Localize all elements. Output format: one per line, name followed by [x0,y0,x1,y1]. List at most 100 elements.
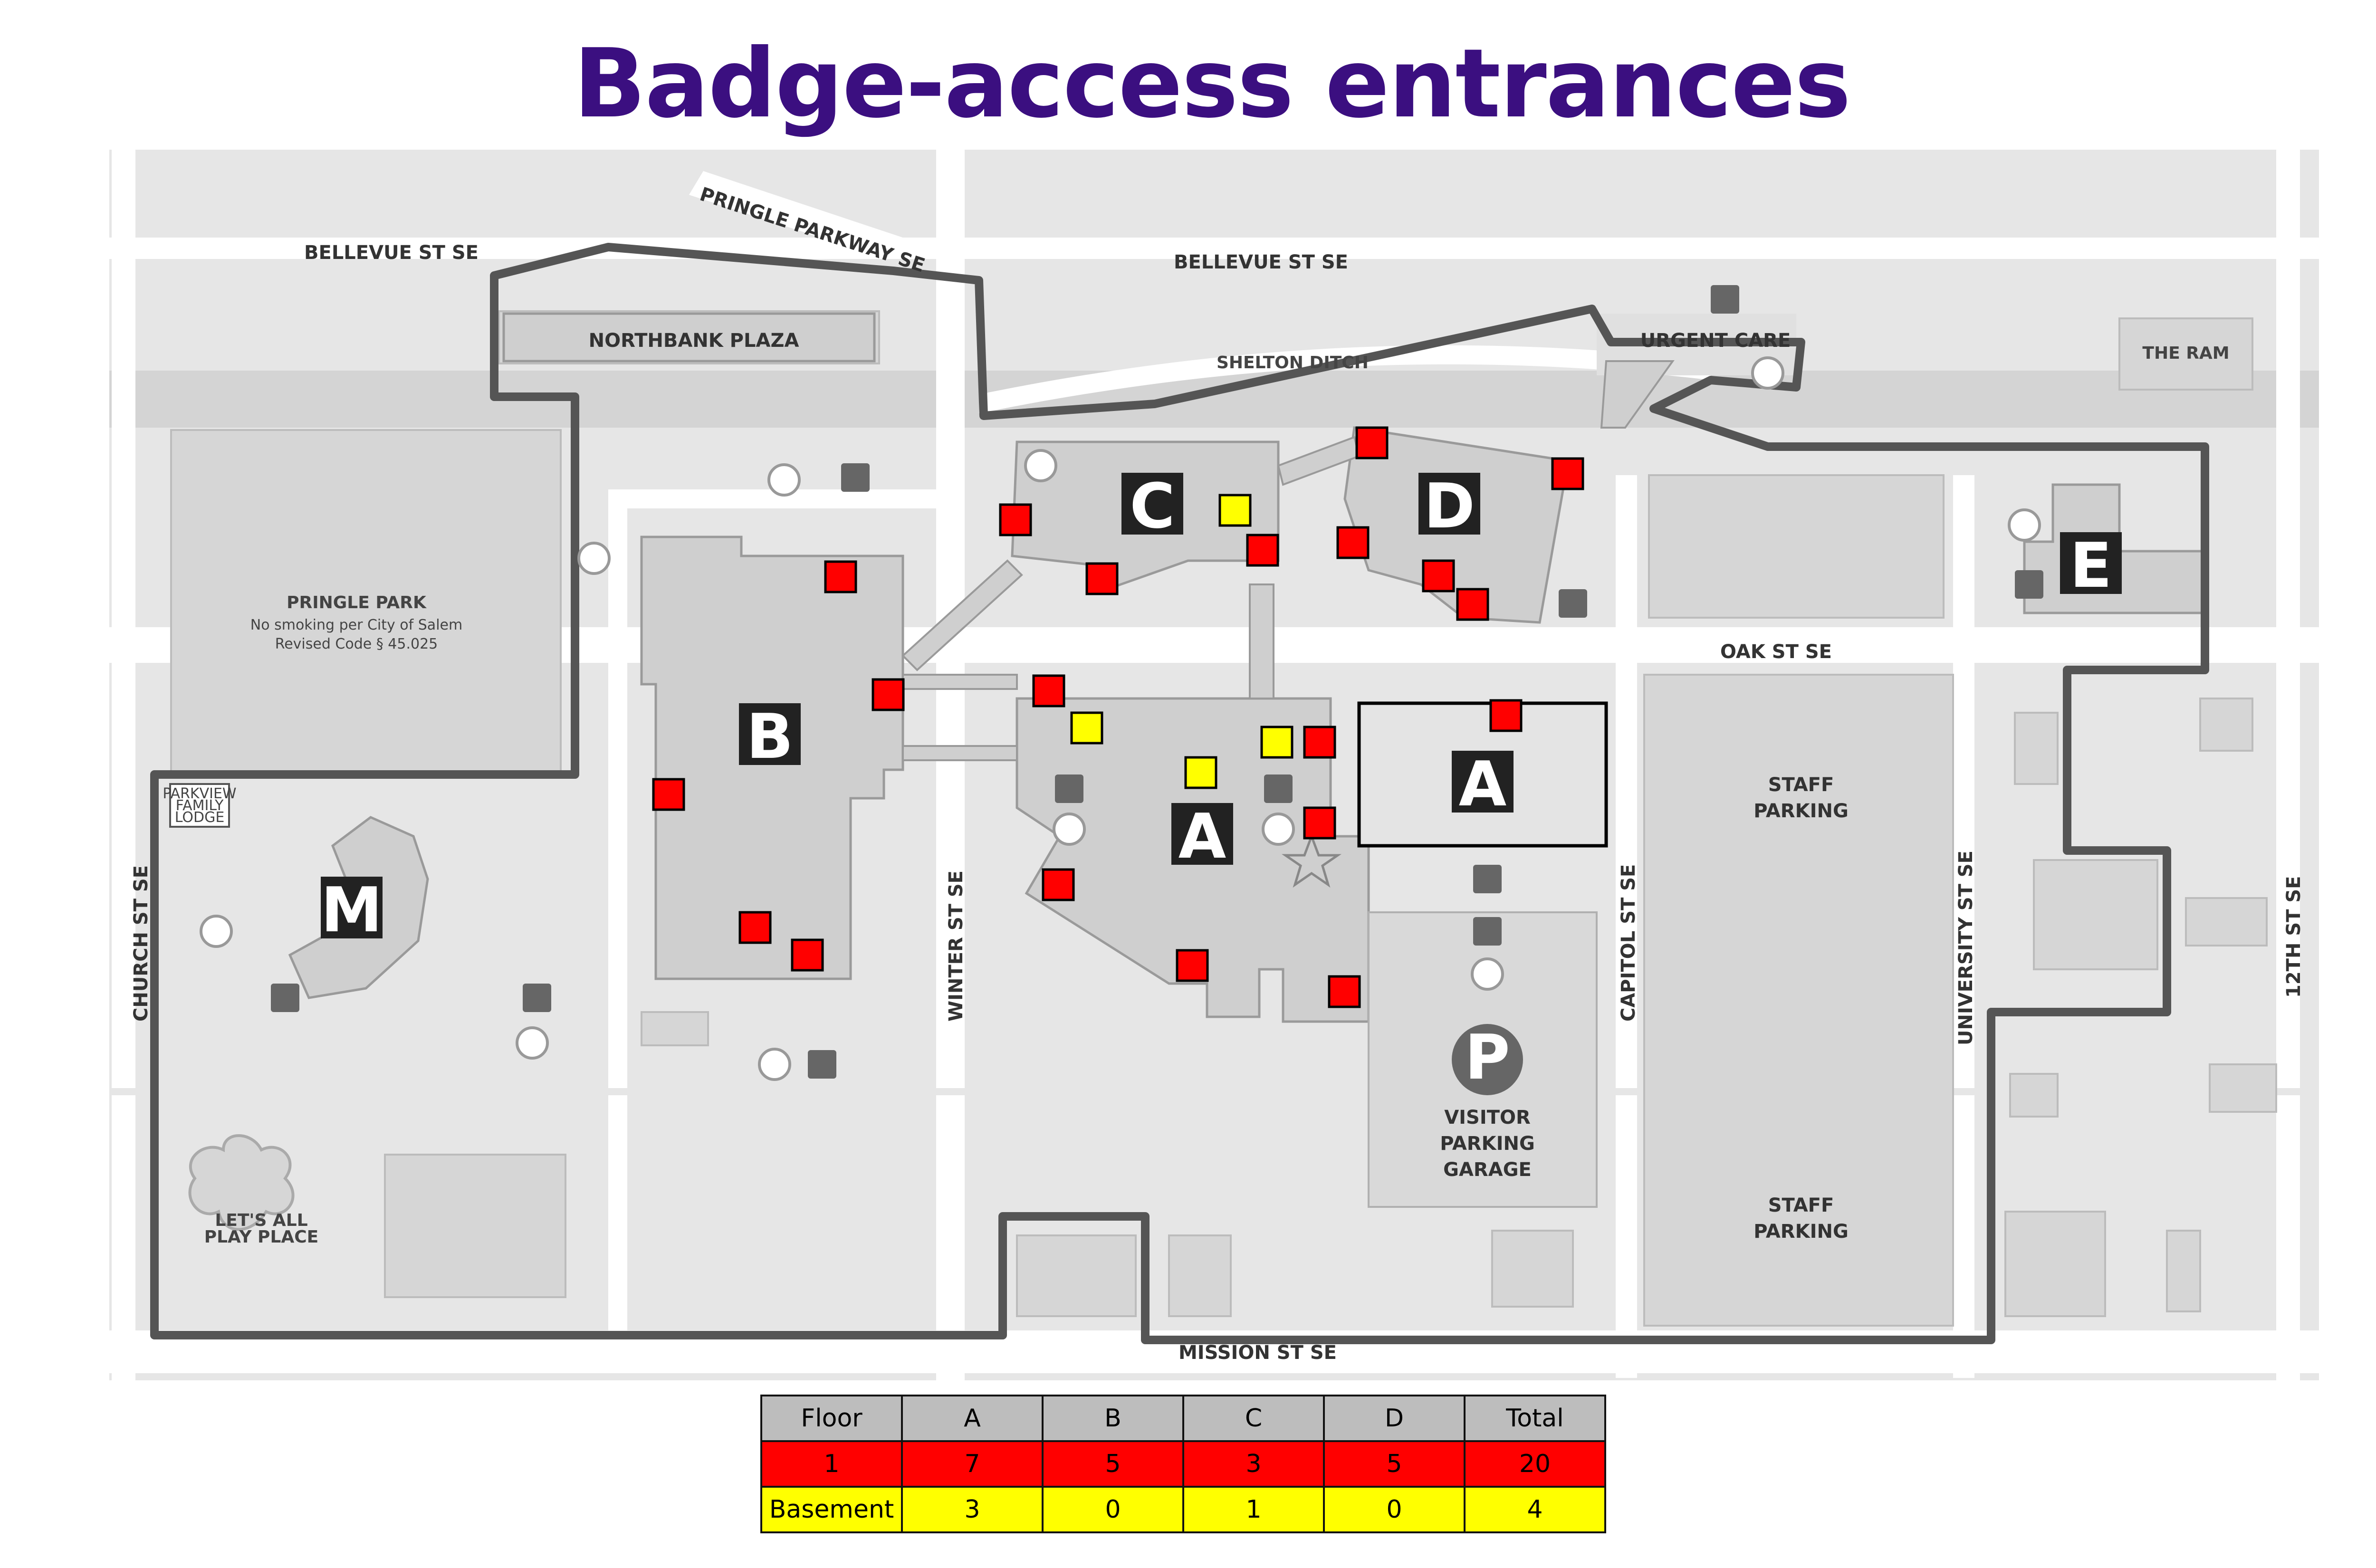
svg-text:BELLEVUE ST SE: BELLEVUE ST SE [1174,251,1348,273]
svg-text:PARKVIEW: PARKVIEW [163,785,236,802]
car-icon [767,463,801,497]
svg-text:THE RAM: THE RAM [2142,344,2229,363]
wheelchair-icon [523,984,551,1012]
svg-text:D: D [1424,470,1475,542]
svg-text:MISSION ST SE: MISSION ST SE [1178,1342,1337,1364]
table-row-basement: Basement 3 0 1 0 4 [760,1486,1606,1533]
entrance-marker-floor1 [872,678,905,711]
entrance-marker-floor1 [1328,975,1361,1008]
wheelchair-icon [1473,917,1502,946]
cell-total: 4 [1464,1486,1606,1533]
svg-text:PARKING: PARKING [1753,800,1849,822]
entrance-marker-floor1 [1032,674,1065,708]
entrance-marker-floor1 [738,911,772,944]
entrance-marker-floor1 [999,503,1032,536]
campus-boundary [150,243,2209,1344]
cell-c: 3 [1182,1440,1325,1488]
entrance-marker-floor1 [1551,457,1584,490]
header-floor: Floor [760,1395,903,1442]
car-icon [1471,957,1504,991]
svg-text:PRINGLE PARK: PRINGLE PARK [287,593,427,612]
wheelchair-icon [841,463,870,492]
table-header-row: Floor A B C D Total [760,1395,1606,1442]
svg-text:LODGE: LODGE [175,809,225,826]
svg-text:STAFF: STAFF [1768,1195,1834,1216]
svg-text:URGENT CARE: URGENT CARE [1640,330,1791,352]
svg-text:M: M [321,874,382,946]
cell-b: 5 [1042,1440,1184,1488]
header-b: B [1042,1395,1184,1442]
entrance-marker-floor1 [1176,949,1209,982]
car-icon [1053,813,1086,846]
car-icon [1751,356,1784,390]
entrance-marker-floor1 [791,938,824,972]
cell-total: 20 [1464,1440,1606,1488]
svg-text:B: B [746,700,793,773]
car-icon [577,542,611,575]
header-d: D [1323,1395,1466,1442]
entrance-marker-floor1 [1336,526,1370,559]
svg-text:CHURCH ST SE: CHURCH ST SE [130,865,152,1022]
svg-text:WINTER ST SE: WINTER ST SE [945,870,967,1022]
floor1-entrances [652,426,1584,1008]
row-label: Basement [760,1486,903,1533]
entrance-marker-floor1 [824,560,857,593]
svg-text:UNIVERSITY ST SE: UNIVERSITY ST SE [1955,851,1977,1045]
svg-text:STAFF: STAFF [1768,774,1834,796]
svg-text:BELLEVUE ST SE: BELLEVUE ST SE [304,242,479,264]
entrance-marker-floor1 [1489,699,1523,732]
accessible-icons [271,285,2043,1079]
entrance-marker-basement [1070,711,1103,745]
car-icon [1262,813,1295,846]
table-row-floor1: 1 7 5 3 5 20 [760,1440,1606,1488]
car-icon [1024,449,1057,482]
row-label: 1 [760,1440,903,1488]
cell-a: 3 [901,1486,1044,1533]
svg-text:No smoking per City of Salem: No smoking per City of Salem [250,617,462,633]
entrance-marker-basement [1184,756,1217,789]
basement-entrances [1070,494,1293,789]
parking-symbol-bg [1452,1024,1523,1095]
cell-c: 1 [1182,1486,1325,1533]
entrance-marker-floor1 [1456,588,1489,621]
skybridges [901,360,1675,761]
svg-text:PLAY PLACE: PLAY PLACE [204,1227,319,1247]
northbank-plaza-shape [502,312,876,363]
svg-text:A: A [1459,748,1507,820]
entrance-marker-floor1 [1303,726,1336,759]
svg-text:LET'S ALL: LET'S ALL [215,1211,307,1230]
svg-text:A: A [1178,800,1226,872]
svg-text:SHELTON DITCH: SHELTON DITCH [1217,353,1369,373]
wheelchair-icon [1711,285,1739,314]
wheelchair-icon [1055,774,1083,803]
river [109,371,2319,428]
svg-text:PARKING: PARKING [1753,1221,1849,1243]
entrance-marker-floor1 [1042,868,1075,901]
wheelchair-icon [1559,589,1587,618]
header-a: A [901,1395,1044,1442]
entrance-marker-floor1 [652,778,685,811]
building-badges: B A A C D E M [321,470,2122,946]
svg-text:NORTHBANK PLAZA: NORTHBANK PLAZA [589,330,799,352]
shelton-ditch-water [979,345,1711,413]
entrance-marker-floor1 [1355,426,1389,459]
star-icon [1281,832,1342,888]
entrance-marker-floor1 [1246,534,1279,567]
svg-text:VISITOR: VISITOR [1444,1107,1531,1128]
svg-text:PARKING: PARKING [1440,1133,1535,1155]
entrance-marker-basement [1260,726,1293,759]
wheelchair-icon [1264,774,1293,803]
svg-text:C: C [1130,470,1175,542]
place-labels: NORTHBANK PLAZA URGENT CARE THE RAM PRIN… [163,330,2229,1247]
car-icon [516,1026,549,1060]
entrance-count-table: Floor A B C D Total 1 7 5 3 5 20 Basemen… [760,1395,1606,1533]
cell-a: 7 [901,1440,1044,1488]
cell-d: 5 [1323,1440,1466,1488]
car-icon [758,1048,791,1081]
car-icon [200,915,233,948]
wheelchair-icon [2015,570,2043,599]
svg-text:Revised Code § 45.025: Revised Code § 45.025 [275,636,438,652]
entrance-marker-floor1 [1303,806,1336,840]
entrance-marker-floor1 [1422,559,1455,593]
